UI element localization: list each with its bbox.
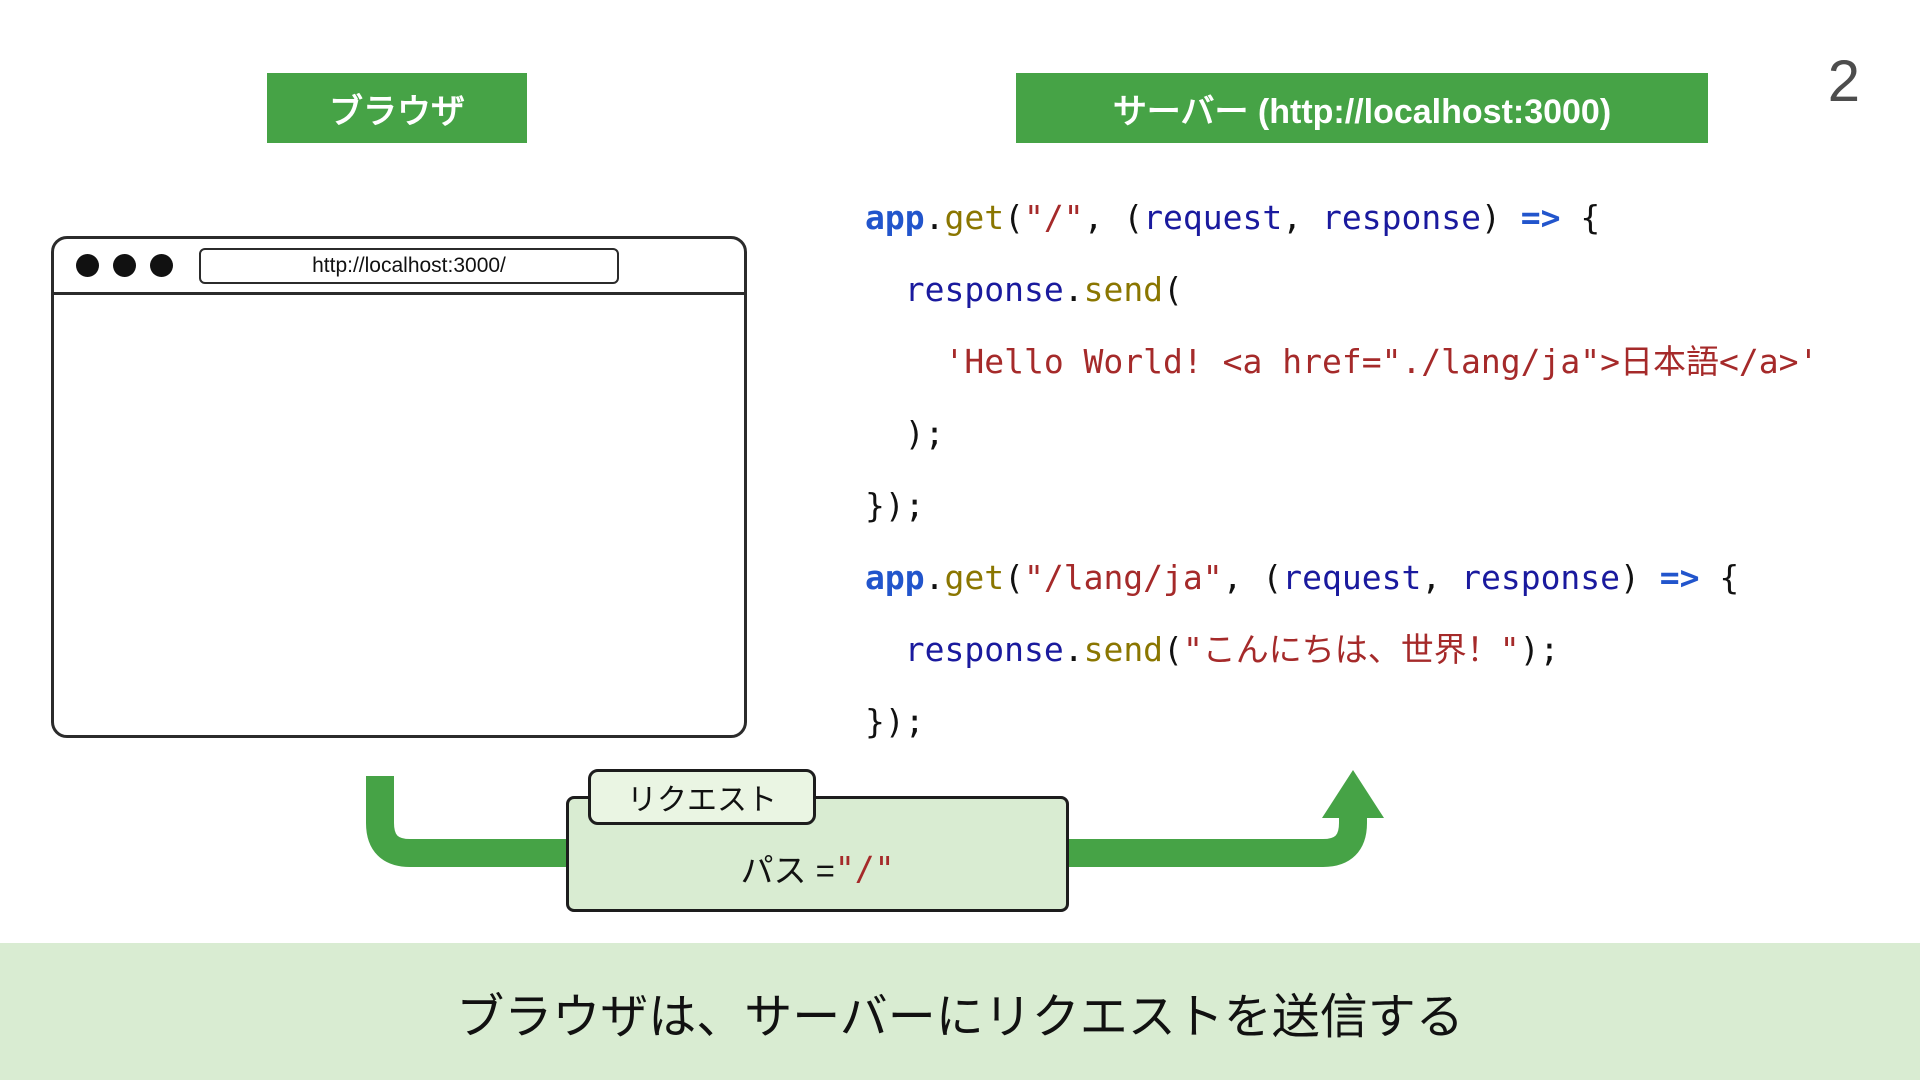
code-line: ); [865, 414, 945, 453]
caption-banner: ブラウザは、サーバーにリクエストを送信する [0, 943, 1920, 1080]
server-label: サーバー (http://localhost:3000) [1016, 73, 1708, 143]
code-line: app.get("/lang/ja", (request, response) … [865, 558, 1740, 597]
browser-titlebar: http://localhost:3000/ [54, 239, 744, 295]
code-line: response.send("こんにちは、世界！"); [904, 630, 1560, 669]
window-button-icon [76, 254, 99, 277]
browser-window: http://localhost:3000/ [51, 236, 747, 738]
url-bar: http://localhost:3000/ [199, 247, 619, 284]
request-tag: リクエスト [588, 769, 816, 825]
browser-label: ブラウザ [267, 73, 527, 143]
code-block: app.get("/", (request, response) => { re… [865, 182, 1818, 758]
code-line: }); [865, 486, 925, 525]
code-line: }); [865, 702, 925, 741]
caption-text: ブラウザは、サーバーにリクエストを送信する [456, 990, 1464, 1044]
path-value: "/" [834, 848, 895, 888]
window-button-icon [113, 254, 136, 277]
path-label: パス = [740, 852, 835, 889]
window-buttons [76, 254, 173, 277]
request-arrow-head-icon [1322, 770, 1384, 818]
code-line: app.get("/", (request, response) => { [865, 198, 1601, 237]
page-number: 2 [1827, 49, 1860, 114]
code-line: response.send( [904, 270, 1183, 309]
browser-viewport [54, 295, 744, 738]
code-line: 'Hello World! <a href="./lang/ja">日本語</a… [944, 342, 1819, 381]
window-button-icon [150, 254, 173, 277]
